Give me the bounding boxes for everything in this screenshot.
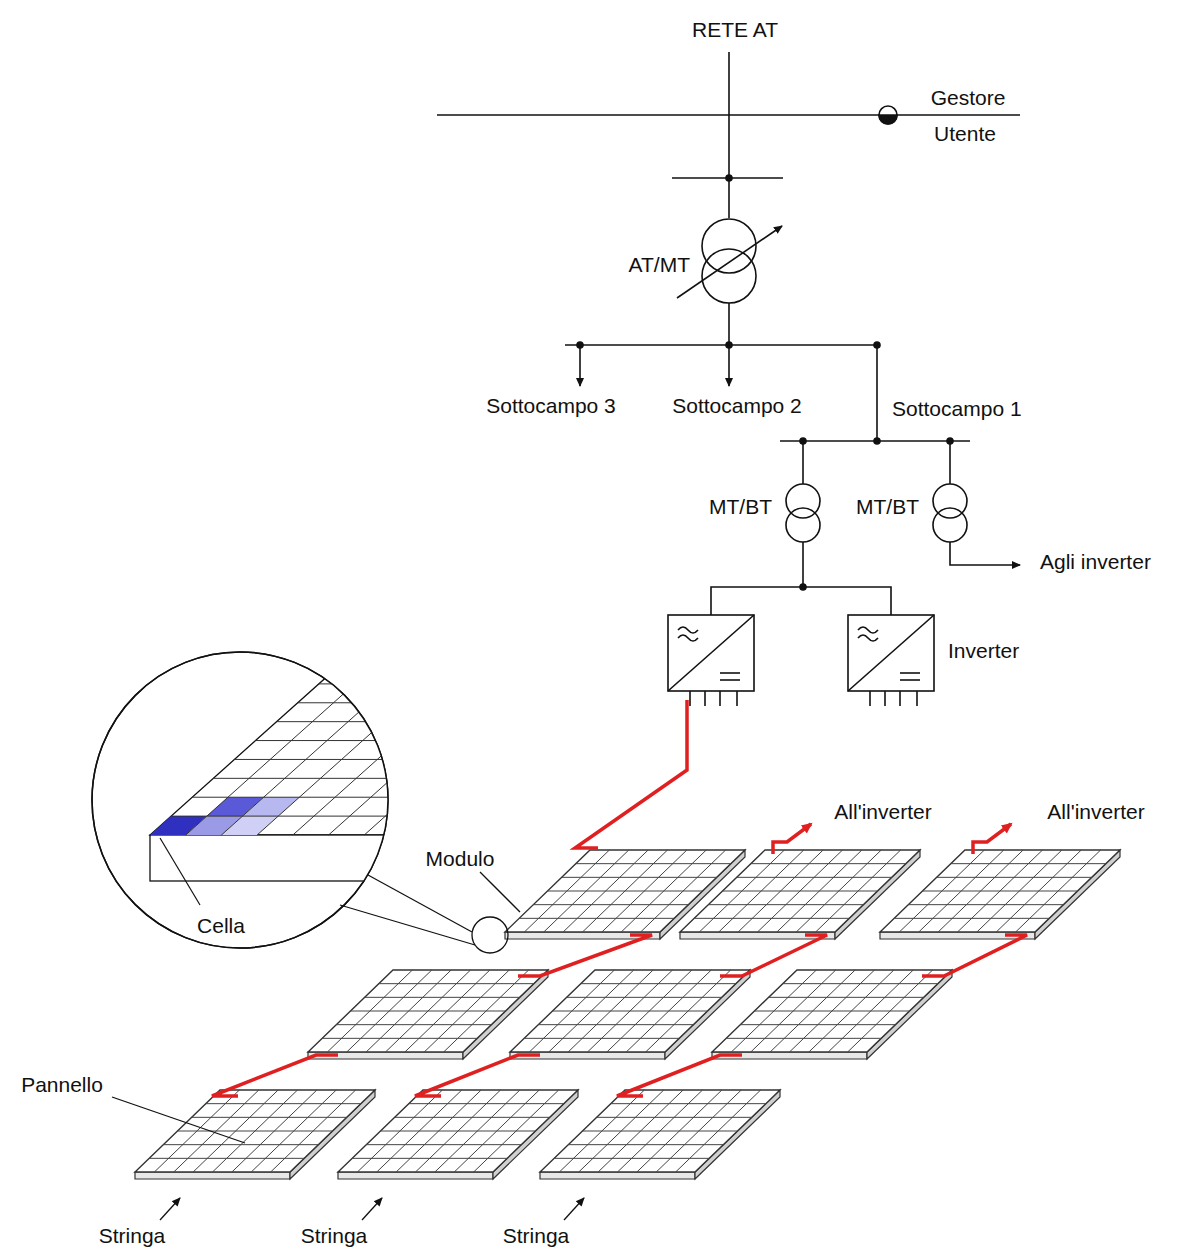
subfield-label: Sottocampo 2 — [672, 394, 802, 417]
subfield-label: Sottocampo 1 — [892, 397, 1022, 420]
pv-panel — [510, 970, 750, 1059]
pv-panel — [308, 970, 548, 1059]
transformer-label: MT/BT — [709, 495, 772, 518]
output-label: All'inverter — [1047, 800, 1144, 823]
part-label: Cella — [197, 914, 245, 937]
inverter-label: Inverter — [948, 639, 1019, 662]
string-label: Stringa — [503, 1224, 570, 1247]
boundary-label: Gestore — [931, 86, 1006, 109]
string-label: Stringa — [99, 1224, 166, 1247]
single-line-scheme — [437, 52, 1020, 706]
pv-panel — [680, 850, 920, 939]
part-label: Modulo — [426, 847, 495, 870]
boundary-label: Utente — [934, 122, 996, 145]
network-label: RETE AT — [692, 18, 778, 41]
output-label: All'inverter — [834, 800, 931, 823]
subfield-label: Sottocampo 3 — [486, 394, 616, 417]
output-label: Agli inverter — [1040, 550, 1151, 573]
pv-panel — [712, 970, 952, 1059]
part-label: Pannello — [21, 1073, 103, 1096]
pv-panel — [135, 1090, 375, 1179]
pv-panel — [540, 1090, 780, 1179]
zoom-detail — [92, 646, 611, 953]
pv-panel — [338, 1090, 578, 1179]
transformer-label: AT/MT — [629, 253, 690, 276]
transformer-label: MT/BT — [856, 495, 919, 518]
leader-lines — [112, 872, 584, 1220]
pv-panel — [880, 850, 1120, 939]
string-label: Stringa — [301, 1224, 368, 1247]
